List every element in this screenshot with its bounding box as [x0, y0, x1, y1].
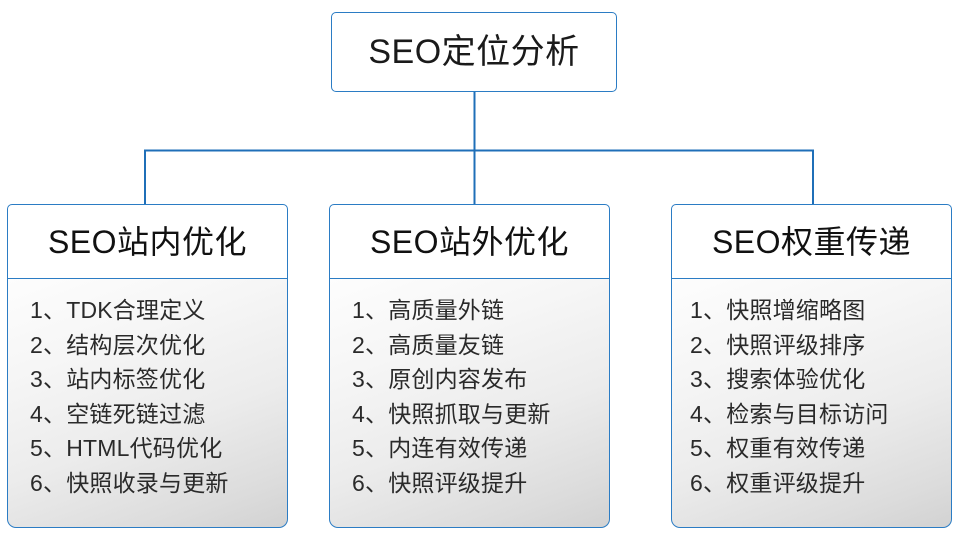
list-item: 1、快照增缩略图 — [690, 297, 866, 323]
branch-header-on-site[interactable]: SEO站内优化 — [7, 204, 288, 279]
list-item: 6、权重评级提升 — [690, 469, 866, 496]
list-item: 4、快照抓取与更新 — [352, 400, 551, 427]
list-item: 5、内连有效传递 — [352, 435, 528, 461]
list-item: 3、搜索体验优化 — [690, 366, 866, 392]
branch-header-label: SEO站外优化 — [369, 223, 570, 260]
branch-column-weight-transfer: SEO权重传递 1、快照增缩略图 2、快照评级排序 3、搜索体验优化 4、检索与… — [671, 204, 952, 528]
list-item: 3、站内标签优化 — [30, 366, 206, 392]
list-item: 6、快照评级提升 — [352, 469, 528, 496]
list-item: 6、快照收录与更新 — [30, 469, 229, 496]
branch-header-weight-transfer[interactable]: SEO权重传递 — [671, 204, 952, 279]
branch-item-list: 1、快照增缩略图 2、快照评级排序 3、搜索体验优化 4、检索与目标访问 5、权… — [672, 293, 951, 500]
branch-item-list: 1、高质量外链 2、高质量友链 3、原创内容发布 4、快照抓取与更新 5、内连有… — [330, 293, 609, 500]
root-node[interactable]: SEO定位分析 — [331, 12, 617, 92]
branch-column-off-site: SEO站外优化 1、高质量外链 2、高质量友链 3、原创内容发布 4、快照抓取与… — [329, 204, 610, 528]
list-item: 2、高质量友链 — [352, 331, 505, 358]
branch-header-off-site[interactable]: SEO站外优化 — [329, 204, 610, 279]
list-item: 1、TDK合理定义 — [30, 297, 206, 323]
list-item: 2、快照评级排序 — [690, 331, 866, 358]
list-item: 5、权重有效传递 — [690, 435, 866, 461]
list-item: 4、空链死链过滤 — [30, 400, 206, 427]
branch-body-weight-transfer: 1、快照增缩略图 2、快照评级排序 3、搜索体验优化 4、检索与目标访问 5、权… — [671, 279, 952, 528]
branch-header-label: SEO权重传递 — [711, 223, 912, 260]
list-item: 3、原创内容发布 — [352, 366, 528, 392]
root-node-label: SEO定位分析 — [368, 33, 580, 71]
branch-header-label: SEO站内优化 — [47, 223, 248, 260]
list-item: 5、HTML代码优化 — [30, 435, 223, 461]
branch-item-list: 1、TDK合理定义 2、结构层次优化 3、站内标签优化 4、空链死链过滤 5、H… — [8, 293, 287, 500]
list-item: 4、检索与目标访问 — [690, 400, 889, 427]
branch-body-off-site: 1、高质量外链 2、高质量友链 3、原创内容发布 4、快照抓取与更新 5、内连有… — [329, 279, 610, 528]
list-item: 1、高质量外链 — [352, 297, 505, 323]
branch-column-on-site: SEO站内优化 1、TDK合理定义 2、结构层次优化 3、站内标签优化 4、空链… — [7, 204, 288, 528]
branch-body-on-site: 1、TDK合理定义 2、结构层次优化 3、站内标签优化 4、空链死链过滤 5、H… — [7, 279, 288, 528]
list-item: 2、结构层次优化 — [30, 331, 206, 358]
